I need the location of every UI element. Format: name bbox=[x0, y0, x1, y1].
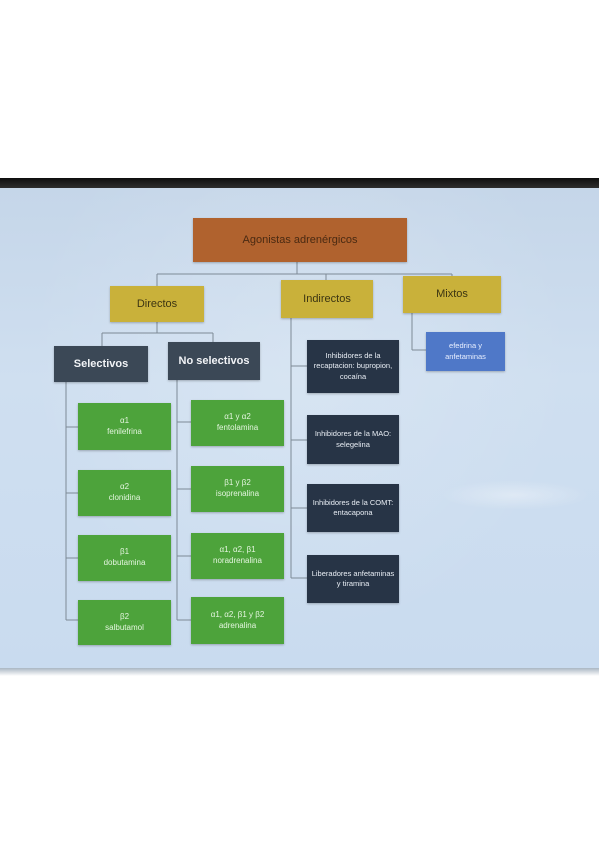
node-directos-label: Directos bbox=[136, 297, 178, 310]
node-selectivo-1: α1 fenilefrina bbox=[78, 403, 171, 450]
node-directos: Directos bbox=[110, 286, 204, 322]
node-indirecto-4: Liberadores anfetaminas y tiramina bbox=[307, 555, 399, 603]
receptor-label: α1, α2, β1 bbox=[219, 545, 256, 555]
drug-label: isoprenalina bbox=[215, 489, 260, 498]
node-mixtos: Mixtos bbox=[403, 276, 501, 313]
node-selectivos-label: Selectivos bbox=[73, 357, 129, 370]
node-no-selectivo-2: β1 y β2 isoprenalina bbox=[191, 466, 284, 512]
indirect-label: Inhibidores de la recaptacion: bupropion… bbox=[313, 351, 393, 381]
receptor-label: β2 bbox=[119, 611, 130, 621]
node-root: Agonistas adrenérgicos bbox=[193, 218, 407, 262]
node-selectivo-3: β1 dobutamina bbox=[78, 535, 171, 581]
node-indirecto-3: Inhibidores de la COMT: entacapona bbox=[307, 484, 399, 532]
node-no-selectivos: No selectivos bbox=[168, 342, 260, 380]
drug-label: noradrenalina bbox=[213, 556, 262, 565]
receptor-label: β1 bbox=[119, 547, 130, 557]
drug-label: adrenalina bbox=[218, 620, 257, 630]
node-selectivo-4: β2 salbutamol bbox=[78, 600, 171, 645]
node-selectivos: Selectivos bbox=[54, 346, 148, 382]
screen-bottom-edge bbox=[0, 668, 599, 676]
indirect-label: Inhibidores de la MAO: selegelina bbox=[314, 429, 392, 449]
receptor-label: β1 y β2 bbox=[224, 478, 251, 488]
node-indirecto-2: Inhibidores de la MAO: selegelina bbox=[307, 415, 399, 464]
node-mixto-1: efedrina y anfetaminas bbox=[426, 332, 505, 371]
screen-glare bbox=[440, 480, 590, 510]
node-no-selectivo-4: α1, α2, β1 y β2 adrenalina bbox=[191, 597, 284, 644]
indirect-label: Inhibidores de la COMT: entacapona bbox=[312, 497, 394, 517]
node-indirectos: Indirectos bbox=[281, 280, 373, 318]
node-no-selectivo-3: α1, α2, β1 noradrenalina bbox=[191, 533, 284, 579]
node-indirecto-1: Inhibidores de la recaptacion: bupropion… bbox=[307, 340, 399, 393]
receptor-label: α1, α2, β1 y β2 bbox=[210, 609, 265, 619]
receptor-label: α1 y α2 bbox=[224, 412, 251, 422]
node-selectivo-2: α2 clonidina bbox=[78, 470, 171, 516]
drug-label: clonidina bbox=[108, 493, 141, 502]
node-root-label: Agonistas adrenérgicos bbox=[242, 233, 358, 246]
drug-label: fenilefrina bbox=[107, 426, 142, 436]
receptor-label: α2 bbox=[119, 482, 130, 492]
drug-label: fentolamina bbox=[216, 423, 259, 432]
node-mixtos-label: Mixtos bbox=[436, 288, 468, 301]
indirect-label: Liberadores anfetaminas y tiramina bbox=[311, 568, 395, 588]
drug-label: salbutamol bbox=[105, 622, 144, 632]
drug-label: dobutamina bbox=[103, 558, 146, 567]
receptor-label: α1 bbox=[119, 415, 130, 425]
node-no-selectivo-1: α1 y α2 fentolamina bbox=[191, 400, 284, 446]
node-indirectos-label: Indirectos bbox=[303, 292, 351, 305]
mixed-label: efedrina y anfetaminas bbox=[445, 341, 486, 361]
node-no-selectivos-label: No selectivos bbox=[178, 354, 250, 367]
